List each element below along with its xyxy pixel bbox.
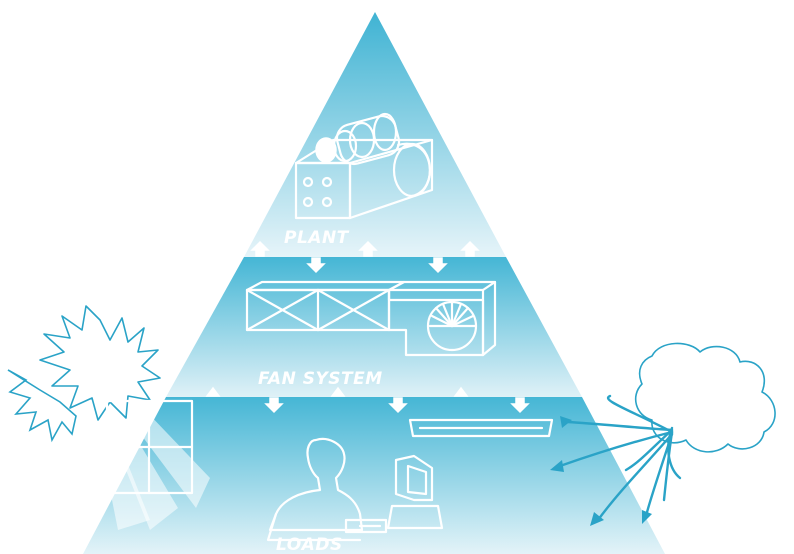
chiller-icon: [294, 112, 434, 220]
exchange-arrow-icon: [306, 257, 326, 274]
fan-exchange-arrows: [205, 386, 530, 414]
loads-tier: [83, 397, 665, 554]
ceiling-diffuser-icon: [408, 418, 554, 438]
exchange-arrow-icon: [330, 386, 346, 397]
window-icon: [105, 399, 194, 495]
exchange-arrow-icon: [388, 397, 408, 414]
exchange-arrow-icon: [453, 386, 469, 397]
exchange-arrow-icon: [428, 257, 448, 274]
plant-exchange-arrows: [250, 240, 480, 274]
computer-icon: [344, 454, 444, 534]
exchange-arrow-icon: [250, 240, 270, 257]
infiltration-arrowheads: [550, 416, 652, 526]
exchange-arrow-icon: [510, 397, 530, 414]
plant-label: PLANT: [284, 228, 350, 248]
exchange-arrow-icon: [358, 240, 378, 257]
exchange-arrow-icon: [264, 397, 284, 414]
exchange-arrow-icon: [460, 240, 480, 257]
sun-icon: [7, 305, 161, 443]
air-handler-icon: [245, 280, 497, 357]
person-icon: [266, 437, 364, 542]
fan-wheel: [428, 300, 478, 328]
exchange-arrow-icon: [205, 386, 221, 397]
fan-system-label: FAN SYSTEM: [258, 369, 383, 389]
loads-label: LOADS: [276, 535, 343, 554]
infiltration-arrows: [558, 394, 682, 522]
cloud-icon: [634, 342, 776, 453]
fan-system-tier: [166, 257, 582, 397]
